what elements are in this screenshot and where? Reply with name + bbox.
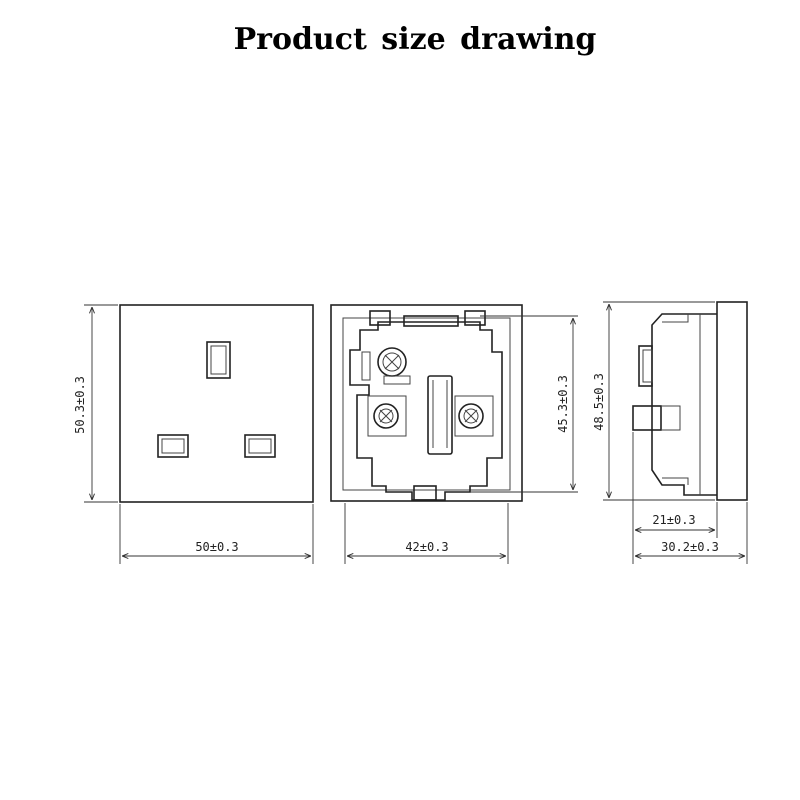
earth-pin-housing [427, 375, 453, 455]
drawing-title: Product size drawing [233, 22, 597, 57]
top-tab-right [464, 310, 486, 326]
back-view: 42±0.3 45.3±0.3 [330, 304, 578, 564]
back-height-outer-label: 48.5±0.3 [592, 373, 606, 431]
live-terminal-screw-icon [458, 403, 484, 429]
back-width-label: 42±0.3 [405, 540, 448, 554]
live-pin-slot [244, 434, 276, 458]
earth-pin-slot [206, 341, 231, 379]
side-depth-total-label: 30.2±0.3 [661, 540, 719, 554]
side-body [651, 313, 717, 496]
front-width-label: 50±0.3 [195, 540, 238, 554]
side-depth-body-label: 21±0.3 [652, 513, 695, 527]
front-height-label: 50.3±0.3 [73, 376, 87, 434]
neutral-terminal-screw-icon [373, 403, 399, 429]
neutral-pin-slot [157, 434, 189, 458]
side-view: 48.5±0.3 21±0.3 30.2±0.3 [592, 301, 748, 564]
back-outline [330, 304, 523, 502]
side-faceplate [716, 301, 748, 501]
back-height-inner-label: 45.3±0.3 [556, 375, 570, 433]
faceplate-outline [119, 304, 314, 503]
top-tab-left [369, 310, 391, 326]
socket-body [349, 321, 503, 501]
side-earth-pin [632, 405, 662, 431]
side-clip [638, 345, 653, 387]
front-view: 50.3±0.3 50±0.3 [73, 304, 314, 564]
bottom-tab [413, 485, 437, 501]
